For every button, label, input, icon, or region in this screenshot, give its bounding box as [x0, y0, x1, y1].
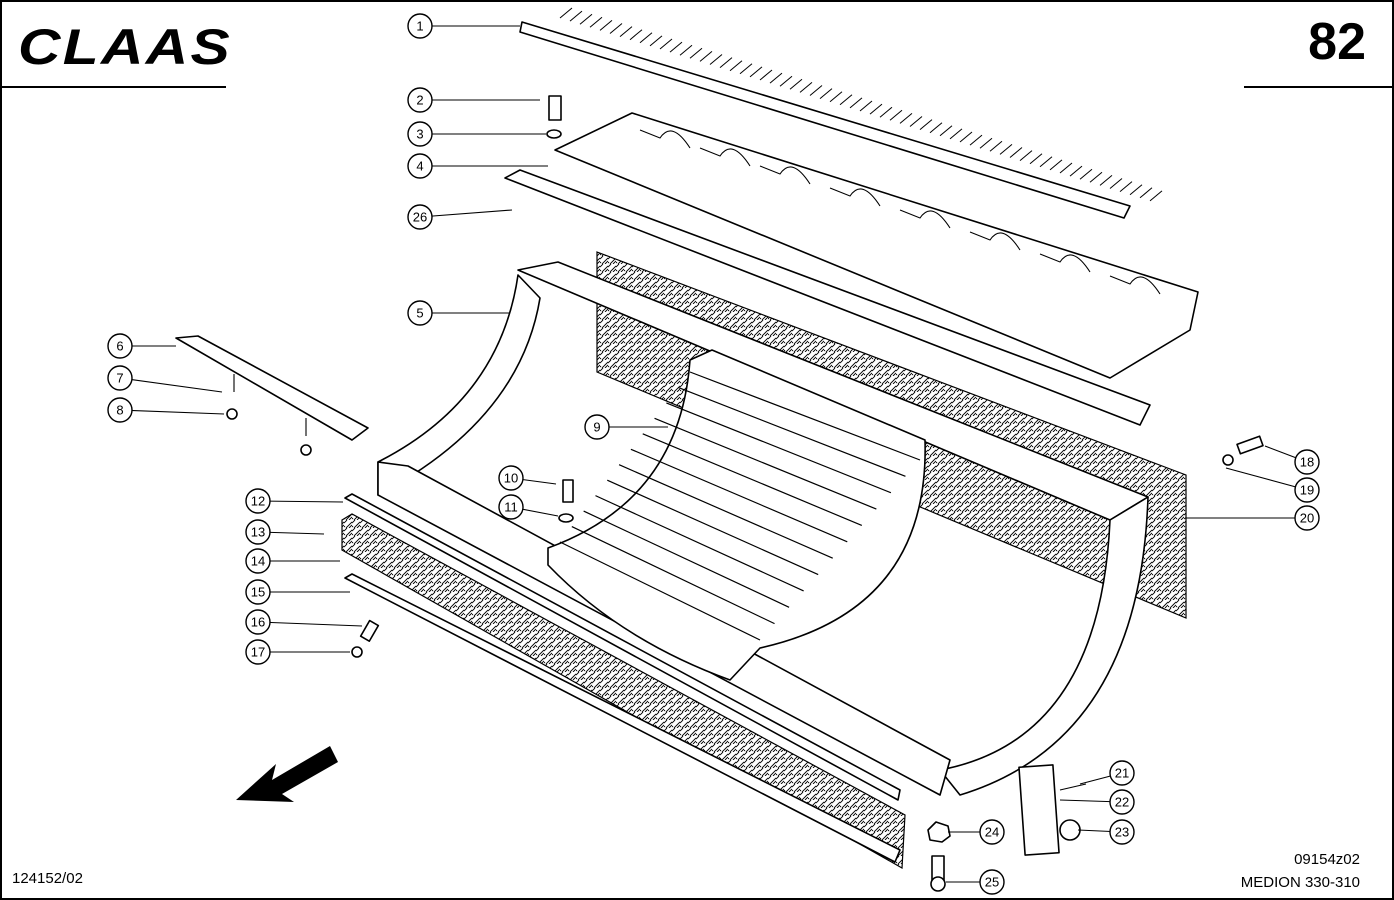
model-label: MEDION 330-310 — [1240, 874, 1360, 891]
callout-12: 12 — [245, 488, 344, 514]
callout-label: 5 — [416, 306, 423, 321]
callout-label: 2 — [416, 93, 423, 108]
callout-label: 6 — [116, 339, 123, 354]
callout-label: 19 — [1300, 483, 1314, 498]
callout-17: 17 — [245, 639, 350, 665]
brand-logo: CLAAS — [18, 20, 232, 72]
page-number: 82 — [1308, 13, 1366, 71]
callout-label: 25 — [985, 875, 999, 890]
part-lower-seals — [341, 493, 906, 869]
callout-label: 21 — [1115, 766, 1129, 781]
part-concave-grate — [547, 349, 926, 681]
callout-label: 23 — [1115, 825, 1129, 840]
part-comb-strip — [519, 7, 1163, 219]
callout-label: 12 — [251, 494, 265, 509]
callout-19: 19 — [1225, 467, 1320, 503]
callout-label: 13 — [251, 525, 265, 540]
callout-20: 20 — [1185, 505, 1320, 531]
callout-5: 5 — [407, 300, 510, 326]
brand-logo-text: CLAAS — [18, 20, 232, 72]
callout-label: 26 — [413, 210, 427, 225]
callout-label: 17 — [251, 645, 265, 660]
header-rule-right — [1244, 86, 1394, 88]
callout-15: 15 — [245, 579, 350, 605]
callout-24: 24 — [948, 819, 1005, 845]
callout-label: 11 — [504, 500, 518, 515]
callout-label: 24 — [985, 825, 999, 840]
part-scraper-bar — [175, 335, 369, 456]
callout-6: 6 — [107, 333, 176, 359]
callout-label: 9 — [593, 420, 600, 435]
callout-1: 1 — [407, 13, 520, 39]
callout-label: 1 — [416, 19, 423, 34]
callout-4: 4 — [407, 153, 548, 179]
callout-label: 7 — [116, 371, 123, 386]
callout-label: 20 — [1300, 511, 1314, 526]
callout-label: 8 — [116, 403, 123, 418]
callout-13: 13 — [245, 519, 325, 545]
callout-2: 2 — [407, 87, 540, 113]
doc-number: 124152/02 — [12, 870, 83, 887]
callout-23: 23 — [1077, 819, 1135, 845]
callout-9: 9 — [584, 414, 668, 440]
callout-label: 4 — [416, 159, 423, 174]
callout-3: 3 — [407, 121, 546, 147]
callout-14: 14 — [245, 548, 340, 574]
header-rule-left — [0, 86, 226, 88]
callout-25: 25 — [946, 869, 1005, 895]
callout-label: 10 — [504, 471, 518, 486]
callout-16: 16 — [245, 609, 363, 635]
callout-18: 18 — [1264, 445, 1320, 475]
callout-label: 22 — [1115, 795, 1129, 810]
callout-11: 11 — [498, 494, 559, 520]
callout-7: 7 — [107, 365, 223, 393]
callout-8: 8 — [107, 397, 225, 423]
callout-label: 18 — [1300, 455, 1314, 470]
callout-label: 14 — [251, 554, 265, 569]
callout-22: 22 — [1059, 789, 1135, 815]
callout-label: 3 — [416, 127, 423, 142]
callout-10: 10 — [498, 465, 557, 491]
direction-arrow-icon — [236, 746, 338, 802]
callout-26: 26 — [407, 204, 513, 230]
part-fasteners — [351, 95, 1264, 892]
callout-label: 15 — [251, 585, 265, 600]
callout-21: 21 — [1079, 760, 1135, 786]
callout-label: 16 — [251, 615, 265, 630]
drawing-code: 09154z02 — [1294, 851, 1360, 868]
part-slotted-cover — [504, 112, 1199, 426]
